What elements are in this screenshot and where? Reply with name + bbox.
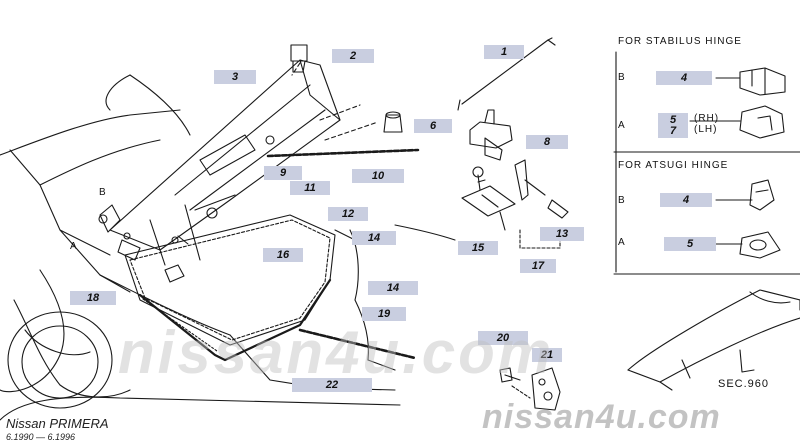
callout-7-stabilus: 7: [658, 124, 688, 138]
callout-5-stabilus: 5: [658, 113, 688, 127]
model-name: Nissan PRIMERA: [6, 416, 109, 431]
atsugi-variant-b: B: [618, 195, 626, 206]
part-15-plate: [461, 166, 516, 231]
panel-leaders: [689, 77, 753, 245]
car-marker-b: B: [99, 187, 107, 198]
part-20-21-bracket: [499, 367, 561, 411]
car-marker-a: A: [70, 241, 78, 252]
stabilus-a-shape: [739, 105, 785, 139]
atsugi-hinge-title: FOR ATSUGI HINGE: [618, 160, 729, 171]
callout-8: 8: [526, 135, 568, 149]
callout-6: 6: [414, 119, 452, 133]
callout-18: 18: [70, 291, 116, 305]
part-8-lock: [469, 109, 513, 161]
callout-3: 3: [214, 70, 256, 84]
callout-2: 2: [332, 49, 374, 63]
callout-10: 10: [352, 169, 404, 183]
callout-19: 19: [362, 307, 406, 321]
lid-stay: [149, 194, 236, 266]
callout-12: 12: [328, 207, 368, 221]
callout-22: 22: [292, 378, 372, 392]
stabilus-hinge-title: FOR STABILUS HINGE: [618, 36, 742, 47]
atsugi-variant-a: A: [618, 237, 626, 248]
model-period: 6.1990 — 6.1996: [6, 432, 76, 442]
callout-11: 11: [290, 181, 330, 195]
callout-13: 13: [540, 227, 584, 241]
rear-spoiler: [627, 289, 800, 391]
stabilus-variant-b: B: [618, 72, 626, 83]
rh-label: (RH): [694, 113, 720, 124]
callout-17: 17: [520, 259, 556, 273]
callout-14a: 14: [352, 231, 396, 245]
callout-20: 20: [478, 331, 528, 345]
reference-panel: [613, 51, 800, 275]
part-1-rod: [457, 37, 556, 111]
callout-4-stabilus: 4: [656, 71, 712, 85]
stabilus-b-shape: [739, 67, 786, 96]
lh-label: (LH): [694, 124, 718, 135]
watermark-center: nissan4u.com: [118, 319, 555, 386]
leader-lines: [291, 62, 379, 141]
callout-5-atsugi: 5: [664, 237, 716, 251]
hinge-assembly: [98, 204, 185, 283]
callout-16: 16: [263, 248, 303, 262]
stabilus-variant-a: A: [618, 120, 626, 131]
callout-4-atsugi: 4: [660, 193, 712, 207]
section-reference: SEC.960: [718, 378, 770, 390]
callout-15: 15: [458, 241, 498, 255]
part-22-strip: [298, 328, 417, 360]
trunk-opening: [124, 214, 336, 362]
atsugi-b-shape: [749, 179, 775, 211]
part-13-17-cable: [514, 159, 569, 249]
part-6-shape: [383, 111, 403, 133]
atsugi-a-shape: [739, 231, 781, 259]
callout-1: 1: [484, 45, 524, 59]
callout-9: 9: [264, 166, 302, 180]
watermark-corner: nissan4u.com: [482, 398, 721, 436]
callout-21: 21: [532, 348, 562, 362]
part-9-strip: [266, 148, 420, 158]
part-2-shape: [290, 44, 308, 73]
callout-14b: 14: [368, 281, 418, 295]
